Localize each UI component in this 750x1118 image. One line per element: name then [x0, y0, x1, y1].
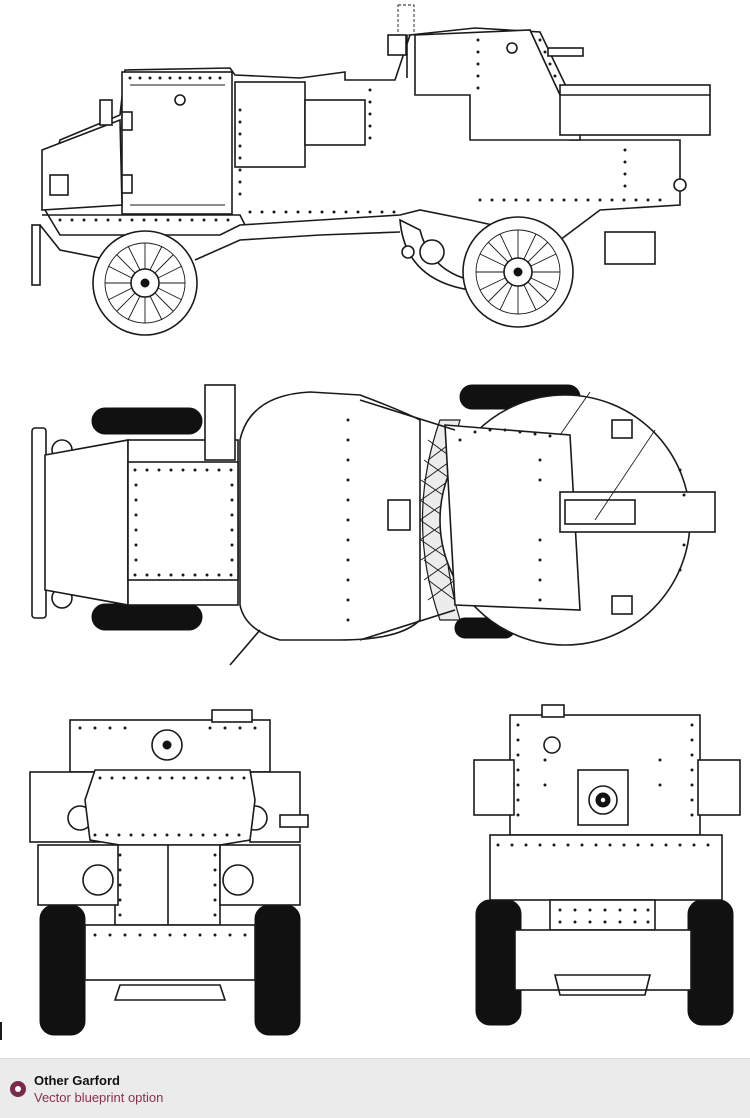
caption-text: Other Garford Vector blueprint option	[34, 1072, 163, 1106]
front-view	[29, 709, 309, 1036]
rear-view	[473, 704, 741, 1026]
radio-bullet-icon[interactable]	[10, 1080, 26, 1097]
caption-bar: Other Garford Vector blueprint option	[0, 1058, 750, 1118]
blueprint-drawing	[29, 4, 741, 1036]
edge-mark	[0, 1022, 2, 1040]
top-view	[31, 384, 716, 666]
caption-title[interactable]: Other Garford	[34, 1072, 120, 1088]
caption-subtitle: Vector blueprint option	[34, 1089, 164, 1105]
front-wheel	[92, 230, 198, 336]
rear-wheel	[462, 216, 574, 328]
side-view	[31, 4, 711, 336]
